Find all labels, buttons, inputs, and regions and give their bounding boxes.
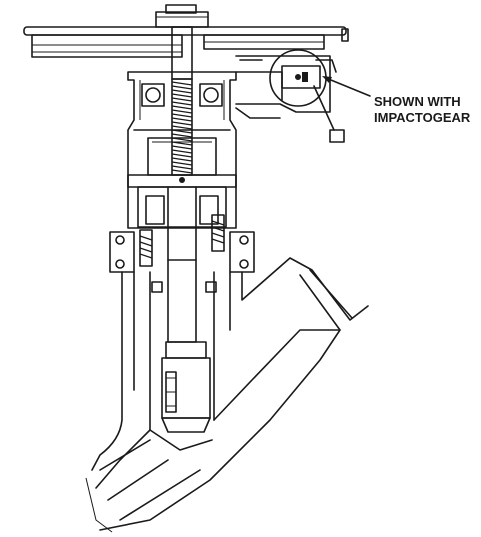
stem-thread: [171, 81, 193, 86]
callout-line-2: IMPACTOGEAR: [374, 110, 471, 125]
stem-thread: [171, 113, 193, 118]
stem-thread: [171, 129, 193, 134]
stem-thread: [171, 153, 193, 158]
gland-bolt-left: [139, 229, 153, 267]
packing-gland: [137, 186, 227, 261]
stem-thread: [171, 89, 193, 94]
stem-thread: [171, 121, 193, 126]
bonnet-flange-right: [229, 231, 255, 273]
handwheel: [23, 26, 349, 58]
stem-thread: [171, 101, 193, 106]
valve-disc: [161, 341, 211, 433]
yoke-housing: [127, 71, 237, 229]
impactogear-assembly: [235, 49, 345, 143]
stem-thread: [171, 117, 193, 122]
body-joint-nuts: [151, 281, 217, 293]
stem-thread: [171, 141, 193, 146]
stem-thread: [171, 109, 193, 114]
stem-thread: [171, 169, 193, 174]
stem-thread: [171, 85, 193, 90]
callout-line-1: SHOWN WITH: [374, 94, 461, 109]
threaded-stem: [171, 78, 193, 183]
stem-thread: [171, 93, 193, 98]
stem-thread: [171, 125, 193, 130]
callout-arrowhead: [322, 76, 332, 83]
stem-thread: [171, 149, 193, 154]
callout-leader-line: [325, 77, 371, 97]
bonnet-flange-left: [109, 231, 135, 273]
stem-thread: [171, 105, 193, 110]
stem-thread: [171, 145, 193, 150]
bonnet-body: [133, 259, 231, 431]
bearing-right: [199, 83, 223, 107]
stem-thread: [171, 137, 193, 142]
y-pattern-body: [85, 257, 369, 533]
stem-thread: [171, 97, 193, 102]
impactogear-callout: SHOWN WITH IMPACTOGEAR: [322, 76, 471, 125]
gland-bolt-right: [211, 214, 225, 252]
stem-thread: [171, 157, 193, 162]
stem-top-nut: [155, 4, 209, 80]
stem-thread: [171, 161, 193, 166]
stem-thread: [171, 165, 193, 170]
bearing-left: [141, 83, 165, 107]
stem-thread: [171, 133, 193, 138]
